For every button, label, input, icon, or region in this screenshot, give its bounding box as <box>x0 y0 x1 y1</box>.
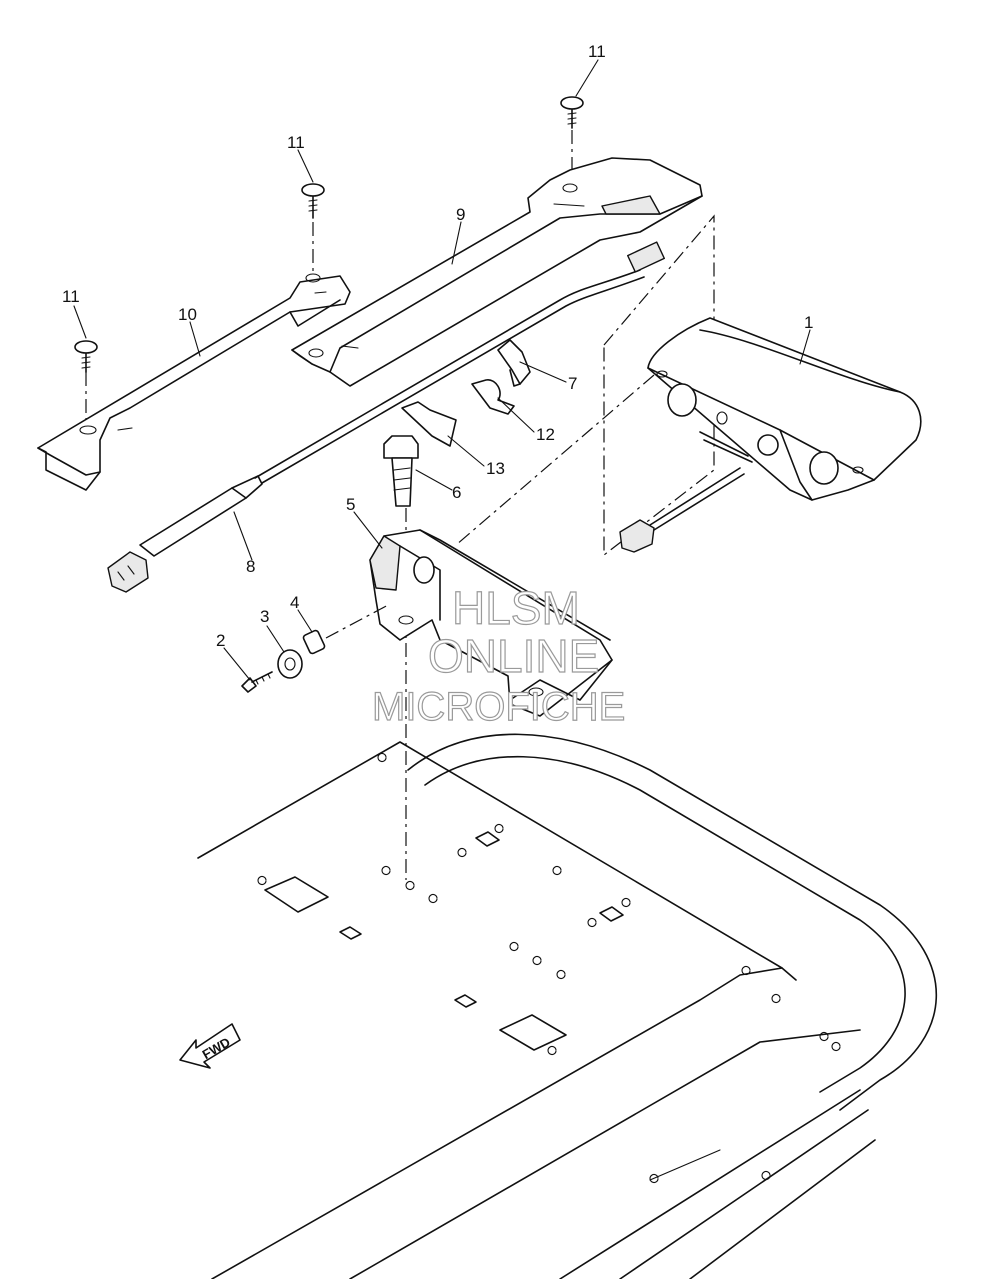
callout-11b: 11 <box>287 133 305 152</box>
part-11-screw[interactable] <box>560 96 584 129</box>
part-11-screw[interactable] <box>301 183 325 219</box>
part-8-lead-wire[interactable] <box>107 241 666 593</box>
part-11-screw[interactable] <box>74 340 98 373</box>
callout-4: 4 <box>290 593 299 612</box>
callout-13: 13 <box>486 459 505 478</box>
callout-2: 2 <box>216 631 225 650</box>
part-2-screw[interactable] <box>241 671 273 693</box>
callout-11c: 11 <box>588 42 606 61</box>
part-9-cover[interactable] <box>291 157 703 387</box>
callout-3: 3 <box>260 607 269 626</box>
part-1-tail-lamp[interactable] <box>619 317 922 553</box>
callouts: 11 11 11 10 9 1 7 12 13 6 5 8 2 3 4 <box>62 42 813 650</box>
part-7-clamp[interactable] <box>497 339 531 387</box>
part-6-bolt[interactable] <box>383 435 419 507</box>
callout-leaders <box>73 59 811 681</box>
part-13-clamp[interactable] <box>401 401 457 447</box>
callout-5: 5 <box>346 495 355 514</box>
callout-8: 8 <box>246 557 255 576</box>
callout-11a: 11 <box>62 287 80 306</box>
fwd-arrow-icon: FWD <box>179 1023 241 1069</box>
callout-6: 6 <box>452 483 461 502</box>
watermark: HLSM ONLINE MICROFICHE <box>371 581 626 729</box>
watermark-line1: HLSM <box>452 582 580 634</box>
watermark-line3: MICROFICHE <box>372 685 625 729</box>
part-3-grommet[interactable] <box>277 649 303 679</box>
watermark-line2: ONLINE <box>428 630 599 682</box>
part-5-bracket[interactable] <box>369 529 613 717</box>
callout-9: 9 <box>456 205 465 224</box>
callout-7: 7 <box>568 374 577 393</box>
part-4-collar[interactable] <box>302 603 391 655</box>
hull-deck <box>197 733 938 1279</box>
callout-12: 12 <box>536 425 555 444</box>
part-10-cover[interactable] <box>37 273 351 491</box>
callout-10: 10 <box>178 305 197 324</box>
part-12-clamp[interactable] <box>471 379 515 415</box>
callout-1: 1 <box>804 313 813 332</box>
